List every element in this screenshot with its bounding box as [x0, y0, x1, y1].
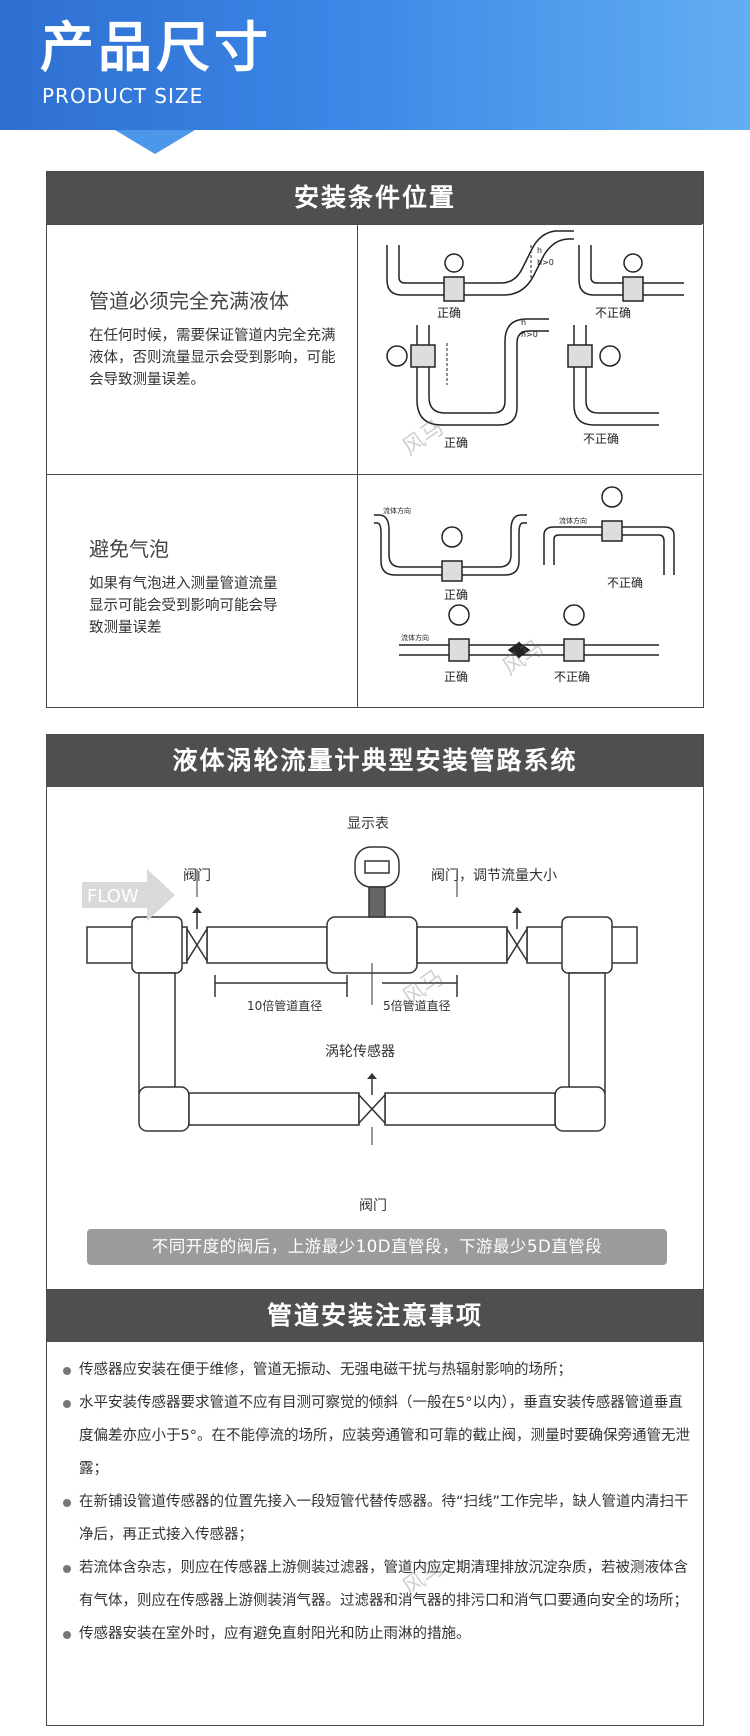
bullet-icon: [63, 1631, 71, 1639]
list-item: 在新铺设管道传感器的位置先接入一段短管代替传感器。待“扫线”工作完毕，缺人管道内…: [59, 1486, 695, 1552]
condition-description: 如果有气泡进入测量管道流量显示可能会受到影响可能会导致测量误差: [89, 576, 278, 636]
install-conditions-title: 安装条件位置: [47, 172, 703, 224]
diagram-annotation: 流体方向: [401, 633, 429, 642]
banner-notch: [115, 130, 195, 154]
page-subtitle: PRODUCT SIZE: [42, 84, 204, 108]
diagram-annotation: h>0: [521, 330, 538, 339]
pipeline-diagram: FLOW: [82, 846, 638, 1145]
diagram-label: 正确: [444, 436, 468, 450]
pipeline-system-title: 液体涡轮流量计典型安装管路系统: [47, 735, 703, 787]
precautions-title: 管道安装注意事项: [47, 1290, 703, 1342]
header-banner: 产品尺寸 PRODUCT SIZE: [0, 0, 750, 130]
diagram-annotation: h: [521, 318, 526, 327]
list-item: 水平安装传感器要求管道不应有目测可察觉的倾斜（一般在5°以内），垂直安装传感器管…: [59, 1387, 695, 1486]
diagram-label: 正确: [444, 588, 468, 602]
list-item: 传感器安装在室外时，应有避免直射阳光和防止雨淋的措施。: [59, 1618, 695, 1651]
full-pipe-diagram: 正确 不正确 正确 不正确 h h>0 h h>0: [386, 230, 684, 450]
diagram-label: 正确: [437, 306, 461, 320]
flow-text: FLOW: [87, 886, 139, 907]
condition-description: 在任何时候，需要保证管道内完全充满液体，否则流量显示会受到影响，可能会导致测量误…: [89, 328, 336, 388]
display-label: 显示表: [347, 816, 389, 832]
diagram-annotation: 流体方向: [559, 516, 587, 525]
install-conditions-panel: 安装条件位置 管道必须完全充满液体 在任何时候，需要保证管道内完全充满液体，否则…: [46, 171, 704, 708]
page-title: 产品尺寸: [40, 16, 272, 79]
valve-left-label: 阀门: [183, 868, 211, 884]
diagram-label: 不正确: [607, 576, 643, 590]
diagram-label: 不正确: [595, 306, 631, 320]
diagram-annotation: h: [537, 246, 542, 255]
condition-heading: 避免气泡: [89, 537, 169, 561]
list-item: 传感器应安装在便于维修，管道无振动、无强电磁干扰与热辐射影响的场所；: [59, 1354, 695, 1387]
pipeline-note: 不同开度的阀后，上游最少10D直管段，下游最少5D直管段: [87, 1229, 667, 1265]
downstream-length-label: 5倍管道直径: [383, 999, 451, 1013]
precautions-panel: 管道安装注意事项 传感器应安装在便于维修，管道无振动、无强电磁干扰与热辐射影响的…: [46, 1290, 704, 1726]
bullet-icon: [63, 1400, 71, 1408]
valve-right-label: 阀门，调节流量大小: [431, 868, 557, 884]
bubble-diagram: 流体方向 流体方向 流体方向 正确 不正确 正确 不正确: [374, 486, 675, 684]
diagram-annotation: h>0: [537, 258, 554, 267]
precautions-list: 传感器应安装在便于维修，管道无振动、无强电磁干扰与热辐射影响的场所； 水平安装传…: [59, 1354, 695, 1651]
diagram-label: 不正确: [583, 432, 619, 446]
bullet-icon: [63, 1367, 71, 1375]
sensor-label: 涡轮传感器: [325, 1044, 395, 1060]
pipeline-system-panel: 液体涡轮流量计典型安装管路系统: [46, 734, 704, 1290]
upstream-length-label: 10倍管道直径: [247, 999, 323, 1013]
condition-row-full-pipe: 管道必须完全充满液体 在任何时候，需要保证管道内完全充满液体，否则流量显示会受到…: [47, 224, 702, 475]
condition-row-bubbles: 避免气泡 如果有气泡进入测量管道流量显示可能会受到影响可能会导致测量误差: [47, 474, 702, 707]
list-item: 若流体含杂志，则应在传感器上游侧装过滤器，管道内应定期清理排放沉淀杂质，若被测液…: [59, 1552, 695, 1618]
bullet-icon: [63, 1499, 71, 1507]
condition-heading: 管道必须完全充满液体: [89, 289, 289, 313]
valve-bottom-label: 阀门: [359, 1198, 387, 1214]
bullet-icon: [63, 1565, 71, 1573]
diagram-annotation: 流体方向: [383, 506, 411, 515]
diagram-label: 不正确: [554, 670, 590, 684]
diagram-label: 正确: [444, 670, 468, 684]
